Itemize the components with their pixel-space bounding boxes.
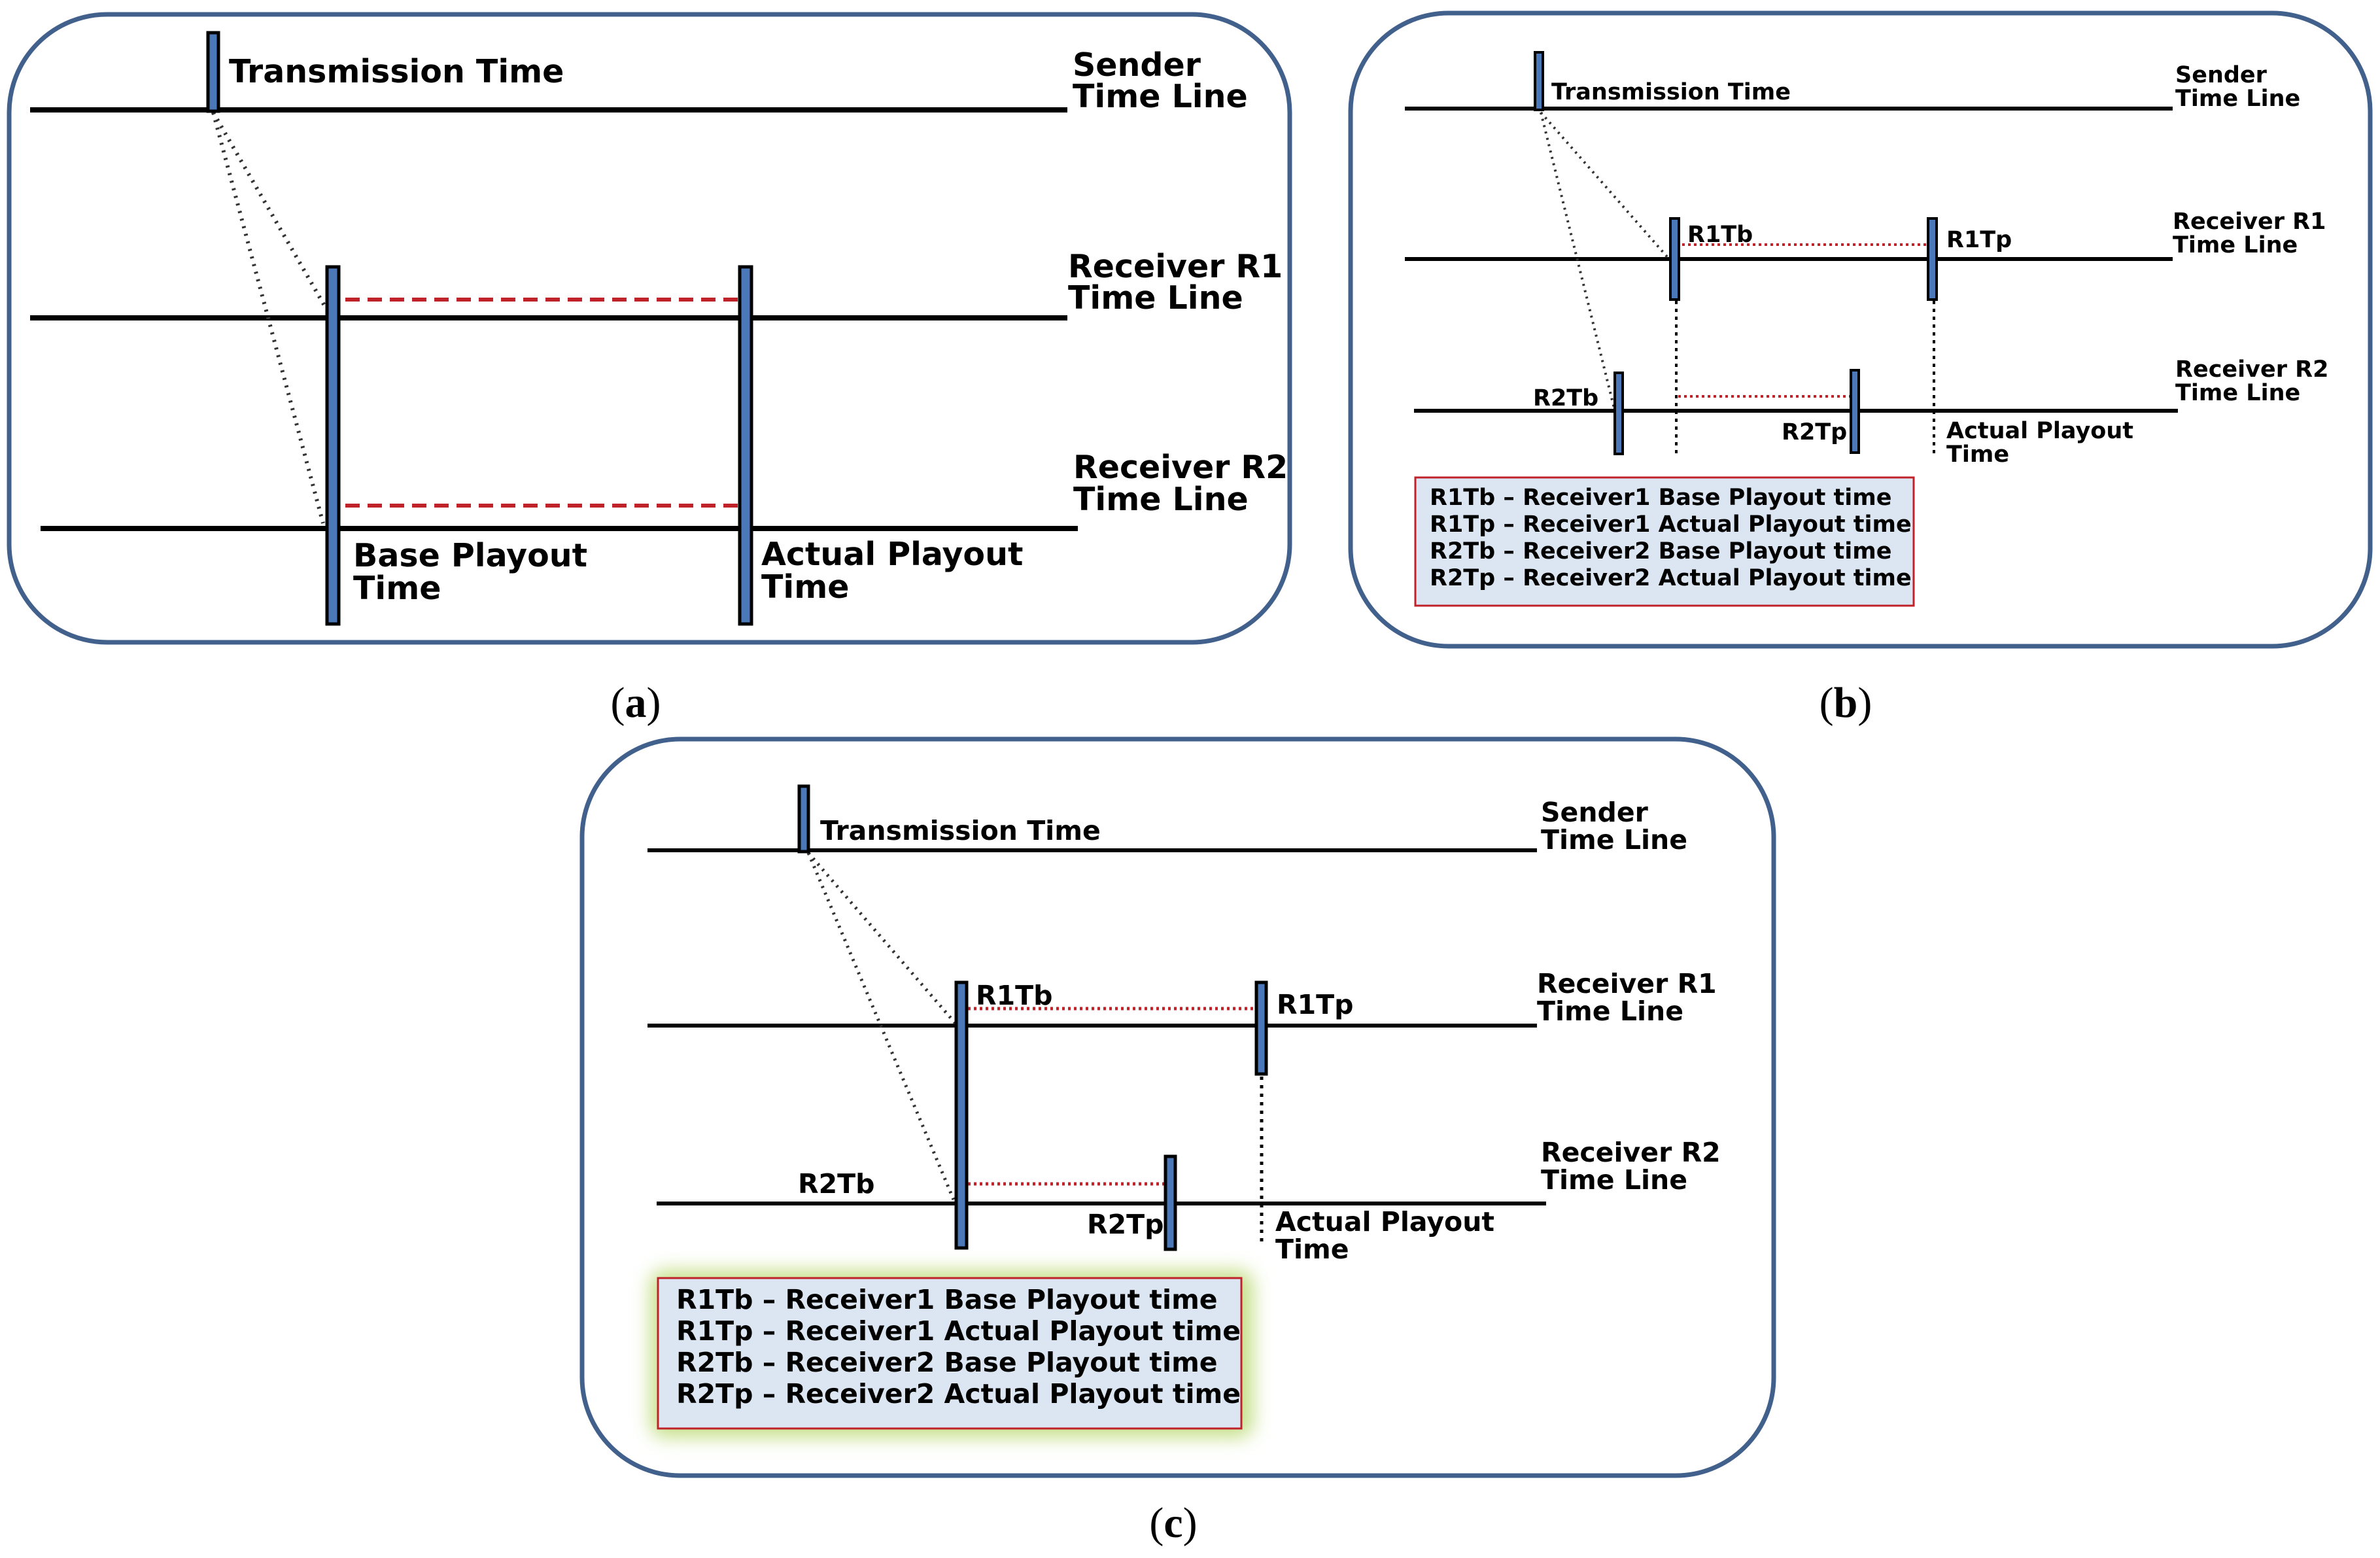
receiver-r2-label-line2: Time Line [2175,380,2300,406]
sender-label-line2: Time Line [2175,86,2300,112]
r2-actual-marker [1164,1154,1177,1251]
legend-box: R1Tb – Receiver1 Base Playout time R1Tp … [650,1270,1253,1438]
r1-actual-marker [1927,217,1938,301]
receiver-r1-label: Receiver R1 [1537,968,1717,999]
receiver-r2-label: Receiver R2 [1541,1137,1721,1168]
sender-label: Sender [1073,46,1201,84]
propagation-line-r2 [806,852,956,1200]
receiver-r2-label: Receiver R2 [2175,356,2328,383]
legend-item: R2Tb – Receiver2 Base Playout time [676,1347,1218,1378]
legend-item: R1Tb – Receiver1 Base Playout time [676,1284,1218,1315]
caption-c: (c) [1149,1499,1197,1547]
legend-item: R2Tp – Receiver2 Actual Playout time [676,1378,1241,1410]
propagation-line-r1 [211,111,329,311]
r2tp-label: R2Tp [1782,419,1847,445]
actual-playout-label: Actual Playout [1946,418,2133,444]
actual-playout-marker [738,265,753,626]
r2-base-marker [1613,372,1624,455]
base-playout-label: Base Playout [353,537,587,574]
r1tp-label: R1Tp [1946,227,2012,253]
base-playout-marker [325,265,341,626]
legend-item: R2Tp – Receiver2 Actual Playout time [1430,565,1912,591]
actual-playout-label: Actual Playout [761,536,1023,573]
caption-b: (b) [1819,679,1872,727]
r1-base-marker [1669,217,1680,301]
caption-a: (a) [611,679,661,727]
sender-label: Sender [2175,62,2268,88]
r2tp-label: R2Tp [1087,1209,1164,1240]
propagation-line-r1 [807,852,957,1026]
actual-playout-label: Actual Playout [1275,1206,1494,1238]
base-playout-marker [954,980,969,1250]
legend-item: R1Tp – Receiver1 Actual Playout time [1430,511,1912,538]
transmission-marker [797,784,810,854]
r1tp-label: R1Tp [1277,989,1353,1020]
receiver-r1-label-line2: Time Line [1537,995,1683,1027]
actual-playout-label-line2: Time [1946,441,2009,468]
transmission-time-label: Transmission Time [820,815,1101,846]
transmission-time-label: Transmission Time [1551,79,1791,105]
r1tb-label: R1Tb [976,980,1052,1011]
receiver-r1-label-line2: Time Line [2173,232,2298,258]
sender-label-line2: Time Line [1073,78,1248,115]
receiver-r1-label: Receiver R1 [2173,209,2326,235]
r2tb-label: R2Tb [1533,385,1598,411]
r2-actual-marker [1850,369,1860,454]
legend-item: R1Tp – Receiver1 Actual Playout time [676,1315,1241,1347]
legend-item: R2Tb – Receiver2 Base Playout time [1430,538,1892,564]
legend-box: R1Tb – Receiver1 Base Playout time R1Tp … [1414,476,1915,607]
r1tb-label: R1Tb [1687,222,1753,248]
transmission-time-label: Transmission Time [229,53,564,90]
legend-background [1414,476,1915,607]
base-playout-label-line2: Time [353,570,441,607]
receiver-r2-label-line2: Time Line [1073,481,1249,518]
propagation-line-r2 [211,112,325,524]
transmission-marker [206,31,220,113]
actual-playout-label-line2: Time [761,568,850,606]
receiver-r1-label-line2: Time Line [1068,279,1243,317]
propagation-line-r2 [1540,112,1615,409]
receiver-r2-label-line2: Time Line [1541,1164,1687,1196]
transmission-marker [1534,51,1544,111]
actual-playout-label-line2: Time [1275,1234,1349,1265]
legend-item: R1Tb – Receiver1 Base Playout time [1430,485,1892,511]
r1-actual-marker [1254,980,1268,1076]
panel-a: Transmission Time Sender Time Line Recei… [7,12,1292,645]
receiver-r1-label: Receiver R1 [1068,248,1283,285]
r2tb-label: R2Tb [798,1168,874,1200]
panel-c: Transmission Time Sender Time Line Recei… [579,736,1776,1478]
legend-background [657,1277,1243,1430]
sender-label: Sender [1541,797,1649,828]
sender-label-line2: Time Line [1541,824,1687,856]
panel-b: Transmission Time Sender Time Line Recei… [1348,10,2373,649]
receiver-r2-label: Receiver R2 [1073,449,1288,486]
